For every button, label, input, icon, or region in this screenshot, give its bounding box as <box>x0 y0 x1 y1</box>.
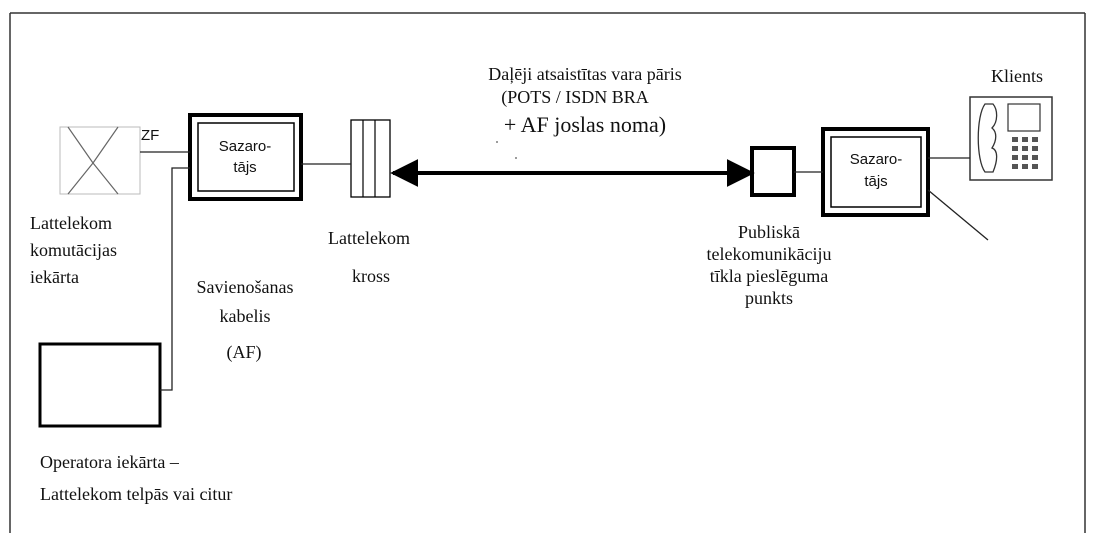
switch-label-line2: komutācijas <box>30 240 117 260</box>
dot-artifact <box>515 157 517 159</box>
operator-label-line1: Operatora iekārta – <box>40 452 180 472</box>
ntp-label-line3: tīkla pieslēguma <box>710 266 828 286</box>
dot-artifact <box>496 141 498 143</box>
concentrator-right <box>821 127 930 217</box>
operator-cable-line <box>160 167 190 391</box>
cable-label-line2: kabelis <box>220 306 271 326</box>
link-label-line1: Daļēji atsaistītas vara pāris <box>488 64 681 84</box>
client-extension-line <box>927 189 989 241</box>
client-label: Klients <box>991 66 1043 86</box>
switch-label-line1: Lattelekom <box>30 213 112 233</box>
connection-lines <box>140 151 989 391</box>
concentrator-left <box>188 113 303 201</box>
operator-label-line2: Lattelekom telpās vai citur <box>40 484 232 504</box>
telephone-icon <box>969 96 1053 181</box>
cross-connect <box>350 119 391 198</box>
ntp-box <box>750 146 796 197</box>
operator-equipment-box <box>38 342 162 428</box>
cable-label-line3: (AF) <box>227 342 262 363</box>
diagram-frame <box>9 12 1086 533</box>
cable-label-line1: Savienošanas <box>197 277 294 297</box>
switch-equipment-icon <box>59 126 141 195</box>
concentrator-left-label-line2: tājs <box>233 159 256 176</box>
switch-label-line3: iekārta <box>30 267 79 287</box>
concentrator-right-label-line1: Sazaro- <box>850 151 903 168</box>
cross-label-line1: Lattelekom <box>328 228 410 248</box>
ntp-label-line4: punkts <box>745 288 793 308</box>
cross-label-line2: kross <box>352 266 390 286</box>
ntp-label-line2: telekomunikāciju <box>707 244 832 264</box>
zf-label: ZF <box>141 127 159 144</box>
link-label-line3: + AF joslas noma) <box>504 112 666 137</box>
concentrator-left-label-line1: Sazaro- <box>219 138 272 155</box>
concentrator-right-label-line2: tājs <box>864 173 887 190</box>
ntp-label-line1: Publiskā <box>738 222 800 242</box>
link-label-line2: (POTS / ISDN BRA <box>501 87 649 108</box>
